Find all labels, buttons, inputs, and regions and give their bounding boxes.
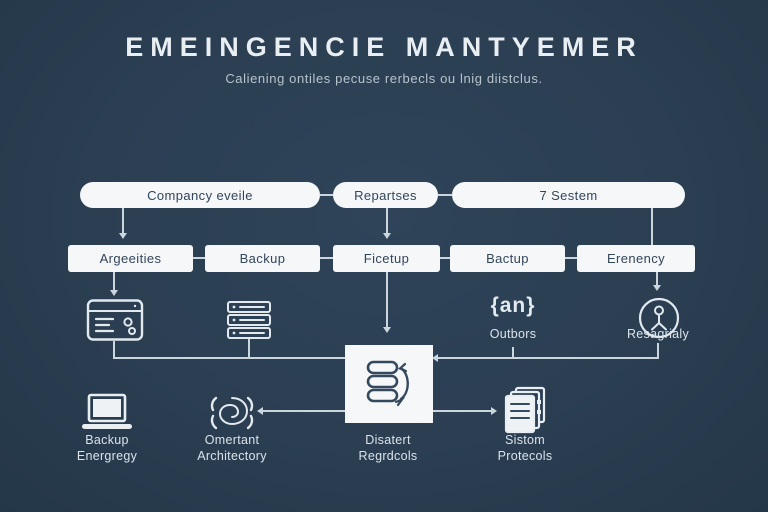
label-line-2: Energregy — [76, 449, 138, 463]
flow-box-ficetup: Ficetup — [333, 245, 440, 272]
omertant-architectory-label: Omertant Architectory — [172, 432, 292, 464]
arrowhead-down — [653, 285, 661, 291]
connector-line — [433, 410, 491, 412]
connector-line — [113, 357, 345, 359]
flow-box-repartses: Repartses — [333, 182, 438, 208]
flow-box-backup: Backup — [205, 245, 320, 272]
outbors-label: Outbors — [489, 327, 537, 341]
database-sync-icon — [366, 360, 409, 407]
laptop-icon — [78, 393, 136, 433]
arrowhead-down — [119, 233, 127, 239]
connector-line — [565, 257, 577, 259]
page-subtitle: Caliening ontiles pecuse rerbecls ou lni… — [225, 71, 543, 86]
arrowhead-right — [491, 407, 497, 415]
backup-energregy-label: Backup Energregy — [57, 432, 157, 464]
flow-box-argeeities: Argeeities — [68, 245, 193, 272]
connector-line — [440, 257, 450, 259]
connector-line — [386, 272, 388, 328]
connector-line — [248, 339, 250, 359]
connector-line — [657, 343, 659, 358]
flow-box-erenency: Erenency — [577, 245, 695, 272]
label-line-1: Backup — [85, 433, 129, 447]
connector-line — [320, 257, 333, 259]
connector-line — [113, 272, 115, 291]
person-circle-icon — [637, 296, 681, 340]
connector-line — [438, 194, 452, 196]
label-line-1: Omertant — [204, 433, 260, 447]
connector-line — [113, 341, 115, 359]
central-node-box — [345, 345, 433, 423]
connector-line — [512, 347, 514, 358]
arrowhead-left — [257, 407, 263, 415]
arrowhead-down — [110, 290, 118, 296]
code-braces-icon: {an} — [490, 294, 536, 317]
page-title: EMEINGENCIE MANTYEMER — [125, 32, 643, 62]
arrowhead-down — [383, 327, 391, 333]
connector-line — [438, 357, 659, 359]
documents-stack-icon — [500, 386, 552, 434]
connector-line — [386, 208, 388, 234]
flow-box-compancy-eveile: Compancy eveile — [80, 182, 320, 208]
arrowhead-down — [383, 233, 391, 239]
flow-box-sestem: 7 Sestem — [452, 182, 685, 208]
connector-line — [193, 257, 205, 259]
sistom-protecols-label: Sistom Protecols — [473, 432, 577, 464]
browser-settings-icon — [86, 298, 144, 342]
flow-box-bactup: Bactup — [450, 245, 565, 272]
spiral-architecture-icon — [206, 390, 258, 436]
connector-line — [656, 272, 658, 286]
arrowhead-left — [432, 354, 438, 362]
connector-line — [320, 194, 333, 196]
disatert-regrdcols-label: Disatert Regrdcols — [338, 432, 438, 464]
label-line-2: Protecols — [497, 449, 553, 463]
server-stack-icon — [226, 300, 272, 340]
connector-line — [263, 410, 345, 412]
connector-line — [122, 208, 124, 234]
connector-line — [651, 208, 653, 245]
label-line-2: Regrdcols — [358, 449, 418, 463]
label-line-1: Sistom — [504, 433, 545, 447]
resagrialy-label: Resagrialy — [626, 327, 690, 341]
label-line-1: Disatert — [365, 433, 411, 447]
label-line-2: Architectory — [197, 449, 267, 463]
